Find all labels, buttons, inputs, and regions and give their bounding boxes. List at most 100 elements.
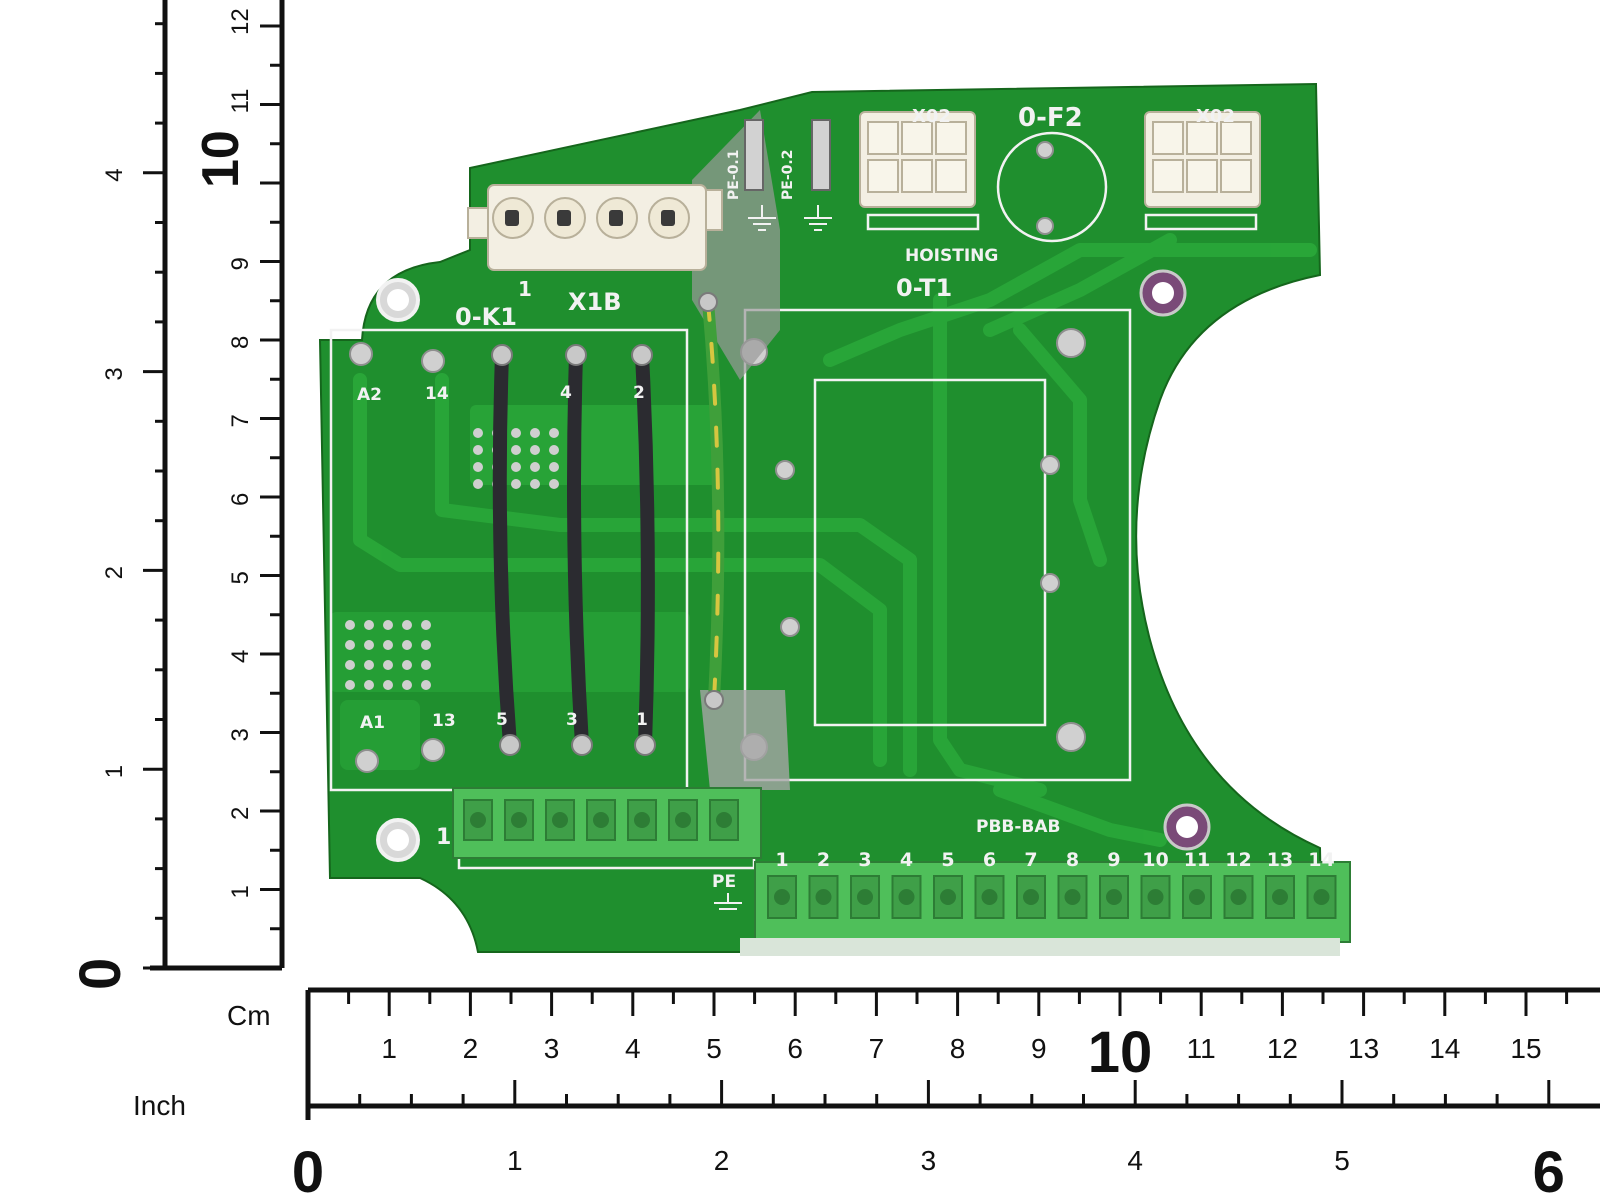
terminal-number-label: 9 [1107, 849, 1120, 871]
via [402, 660, 412, 670]
terminal-screw [940, 889, 956, 905]
ruler-cm-label: 12 [227, 8, 254, 35]
via [549, 462, 559, 472]
x02-connector-right [1144, 111, 1261, 208]
terminal-screw [552, 812, 568, 828]
via [345, 660, 355, 670]
terminal-screw [634, 812, 650, 828]
jumper-wires [492, 296, 725, 752]
via [511, 479, 521, 489]
ruler-cm-label: 1 [381, 1033, 397, 1064]
terminal-pin [933, 875, 963, 919]
ruler-inch-label: 1 [507, 1145, 523, 1176]
label-x02-right: X02 [1196, 106, 1235, 127]
via [473, 462, 483, 472]
ruler-cm-label: 10 [1088, 1020, 1153, 1085]
ruler-cm-label: 8 [950, 1033, 966, 1064]
mounting-hole [1163, 803, 1211, 851]
terminal-screw [470, 812, 486, 828]
via [402, 680, 412, 690]
label-13: 13 [432, 711, 456, 731]
via [383, 620, 393, 630]
x1b-connector [467, 184, 723, 271]
ruler-cm-label: 4 [625, 1033, 641, 1064]
via [530, 479, 540, 489]
label-14: 14 [425, 384, 449, 404]
terminal-screw [1064, 889, 1081, 905]
terminal-screw [1313, 889, 1330, 905]
silkscreen-labels: 0-K1 X1B 1 0-F2 0-T1 HOISTING PBB-BAB PE… [357, 103, 1335, 892]
label-a2: A2 [357, 385, 382, 405]
terminal-number-label: 12 [1225, 849, 1251, 871]
label-k1-pin1: 1 [636, 710, 648, 730]
via [402, 620, 412, 630]
via [549, 428, 559, 438]
mounting-hole [376, 278, 420, 322]
mounting-hole [376, 818, 420, 862]
terminal-screw [1272, 889, 1288, 905]
terminal-number-label: 14 [1308, 849, 1334, 871]
unit-inch-label: Inch [133, 1090, 186, 1121]
terminal-number-label: 6 [983, 849, 996, 871]
label-pe-0-2: PE-0.2 [780, 150, 796, 200]
ruler-cm-label: 9 [227, 257, 254, 270]
label-terminal-left-1: 1 [436, 825, 451, 850]
via [421, 680, 431, 690]
via [549, 445, 559, 455]
vertical-zero-label: 0 [68, 958, 133, 990]
terminal-block-bottom [740, 861, 1351, 956]
terminal-screw [1106, 889, 1122, 905]
ruler-cm-label: 4 [227, 650, 254, 663]
via [364, 620, 374, 630]
terminal-screw [857, 889, 873, 905]
ruler-cm-label: 7 [227, 414, 254, 427]
label-pbb-bab: PBB-BAB [976, 817, 1061, 837]
ruler-cm-label: 6 [787, 1033, 803, 1064]
terminal-number-label: 11 [1184, 849, 1210, 871]
via-array [345, 620, 431, 690]
terminal-screw [774, 889, 790, 905]
ruler-cm-label: 8 [227, 336, 254, 349]
ruler-cm-label: 6 [227, 493, 254, 506]
ruler-cm-label: 2 [227, 807, 254, 820]
terminal-screw [1230, 889, 1247, 905]
terminal-screw [981, 889, 998, 905]
label-k1-pin2: 2 [633, 383, 645, 403]
via [530, 462, 540, 472]
ground-symbol-icon [714, 205, 832, 910]
label-0-f2: 0-F2 [1018, 103, 1083, 133]
via [364, 660, 374, 670]
terminal-screw [898, 889, 915, 905]
terminal-screw [1189, 889, 1205, 905]
terminal-number-label: 8 [1066, 849, 1079, 871]
via [530, 428, 540, 438]
terminal-number-label: 2 [817, 849, 830, 871]
ruler-cm-label: 13 [1348, 1033, 1379, 1064]
terminal-number-label: 5 [941, 849, 954, 871]
ruler-cm-label: 9 [1031, 1033, 1047, 1064]
label-0-k1: 0-K1 [455, 303, 517, 331]
ruler-inch-label: 4 [101, 168, 128, 181]
terminal-screw [511, 812, 527, 828]
label-pe: PE [712, 872, 736, 892]
via [364, 640, 374, 650]
terminal-screw [593, 812, 609, 828]
x02-connector-left [859, 111, 976, 208]
via [345, 640, 355, 650]
via [383, 640, 393, 650]
via [421, 640, 431, 650]
ruler-inch-label: 3 [921, 1145, 937, 1176]
via [421, 660, 431, 670]
terminal-number-label: 4 [900, 849, 913, 871]
via [473, 445, 483, 455]
ruler-cm-label: 3 [544, 1033, 560, 1064]
label-k1-pin4: 4 [560, 383, 572, 403]
ruler-inch-label: 2 [714, 1145, 730, 1176]
via [549, 479, 559, 489]
via [364, 680, 374, 690]
ruler-cm-label: 5 [706, 1033, 722, 1064]
vertical-cm-big-label: 10 [192, 130, 250, 188]
